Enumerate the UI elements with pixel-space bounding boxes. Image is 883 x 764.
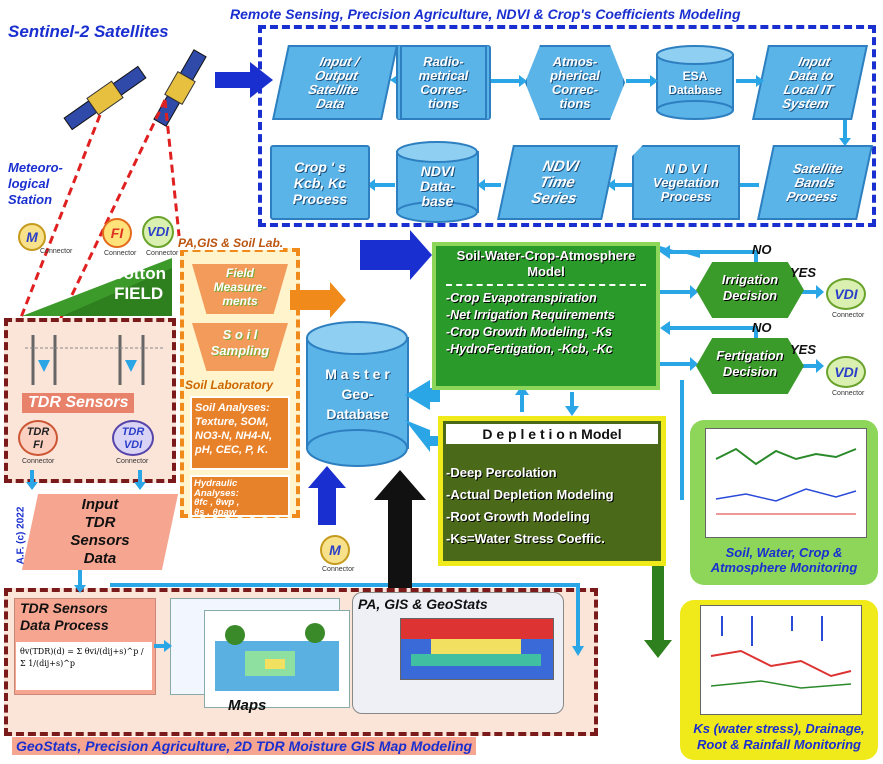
- connector-label: Connector: [22, 458, 55, 465]
- connector-label: Connector: [832, 312, 865, 319]
- fi-connector-icon: FI: [102, 218, 132, 248]
- irrigation-decision: [696, 262, 804, 318]
- vdi-connector-icon: VDI: [826, 278, 866, 310]
- soil-sampling: [192, 323, 288, 371]
- geostats-bottom-label: GeoStats, Precision Agriculture, 2D TDR …: [12, 737, 477, 755]
- swca-items: -Crop Evapotranspiration -Net Irrigation…: [446, 290, 615, 358]
- cotton-field: Cotton FIELD: [22, 258, 172, 316]
- tdr-sensors-label: TDR Sensors: [22, 393, 135, 413]
- arrow-to-remote-sensing: [215, 62, 273, 98]
- pa-gis-soil-label: PA,GIS & Soil Lab.: [178, 236, 284, 250]
- esa-database: ESA Database: [655, 45, 735, 120]
- depletion-item: -Root Growth Modeling: [446, 509, 590, 524]
- hydraulic-analyses: Hydraulic Analyses: θfc , θwp , θs , θpa…: [190, 475, 290, 517]
- atmospherical-corrections: Atmos- pherical Correc- tions: [525, 45, 625, 120]
- swca-divider: [446, 284, 646, 286]
- soil-water-monitoring-label: Soil, Water, Crop & Atmosphere Monitorin…: [710, 545, 858, 575]
- irrigation-decision-text: Irrigation Decision: [721, 272, 779, 303]
- ndvi-database: NDVI Data- base: [395, 140, 480, 225]
- swca-item: -Net Irrigation Requirements: [446, 308, 615, 322]
- connector-label: Connector: [104, 250, 137, 257]
- remote-sensing-frame: [258, 25, 876, 227]
- swca-title: Soil-Water-Crop-Atmosphere Model: [456, 248, 636, 279]
- connector-label: Connector: [832, 390, 865, 397]
- no-label: NO: [752, 320, 772, 335]
- tdr-fi-sensor: TDR FI: [18, 420, 58, 456]
- depletion-item: -Actual Depletion Modeling: [446, 487, 614, 502]
- connector-label: Connector: [116, 458, 149, 465]
- connector-label: Connector: [146, 250, 179, 257]
- vdi-connector-icon: VDI: [142, 216, 174, 248]
- ks-chart: [700, 605, 862, 715]
- yes-label: YES: [790, 265, 817, 280]
- tdr-process-label: TDR Sensors Data Process: [20, 600, 109, 633]
- connector-label: Connector: [322, 566, 355, 573]
- depletion-items: -Deep Percolation -Actual Depletion Mode…: [446, 462, 614, 550]
- satellite-icon: [63, 49, 207, 131]
- tdr-formula: θv(TDR)(d) = Σ θvi/(dij+s)^p / Σ 1/(dij+…: [16, 642, 152, 690]
- input-tdr-text: Input TDR Sensors Data: [70, 496, 130, 567]
- soil-laboratory-label: Soil Laboratory: [185, 378, 274, 392]
- geostats-heatmap: [400, 618, 554, 680]
- monitoring-chart: [705, 428, 867, 538]
- no-label: NO: [752, 242, 772, 257]
- fertigation-decision-text: Fertigation Decision: [716, 348, 784, 379]
- tdr-probes: [15, 330, 165, 390]
- satellite-beams: [18, 99, 182, 321]
- ndvi-vegetation-process: N D V I Vegetation Process: [632, 145, 740, 220]
- ks-monitoring-label: Ks (water stress), Drainage, Root & Rain…: [693, 721, 865, 752]
- swca-item: -Crop Growth Modeling, -Ks: [446, 325, 612, 339]
- vdi-connector-icon: VDI: [826, 356, 866, 388]
- depletion-item: -Ks=Water Stress Coeffic.: [446, 531, 605, 546]
- pa-gis-geostats-label: PA, GIS & GeoStats: [358, 596, 488, 612]
- swca-item: -Crop Evapotranspiration: [446, 291, 597, 305]
- field-measurements: [192, 264, 288, 314]
- meteorological-station-label: Meteoro- logical Station: [8, 160, 63, 207]
- field-measurements-text: Field Measure- ments: [213, 266, 267, 308]
- depletion-item: -Deep Percolation: [446, 465, 557, 480]
- master-geo-database: M a s t e r Geo- Database: [305, 320, 410, 470]
- yes-label: YES: [790, 342, 817, 357]
- soil-sampling-text: S o i l Sampling: [210, 327, 270, 358]
- fertigation-decision: [696, 338, 804, 394]
- maps-label: Maps: [228, 697, 267, 714]
- tdr-vdi-sensor: TDR VDI: [112, 420, 154, 456]
- radiometrical-corrections: Radio- metrical Correc- tions: [396, 45, 491, 120]
- m-connector-icon: M: [320, 535, 350, 565]
- map-card-2: [204, 610, 350, 708]
- m-connector-icon: M: [18, 223, 46, 251]
- connector-label: Connector: [40, 248, 73, 255]
- sentinel-title: Sentinel-2 Satellites: [8, 22, 169, 41]
- depletion-title: D e p l e t i o n Model: [446, 424, 658, 444]
- soil-analyses: Soil Analyses: Texture, SOM, NO3-N, NH4-…: [190, 396, 290, 470]
- swca-model-box: [432, 242, 660, 390]
- remote-sensing-title: Remote Sensing, Precision Agriculture, N…: [230, 6, 741, 22]
- crops-kcb-kc-process: Crop ' s Kcb, Kc Process: [270, 145, 370, 220]
- swca-item: -HydroFertigation, -Kcb, -Kc: [446, 342, 613, 356]
